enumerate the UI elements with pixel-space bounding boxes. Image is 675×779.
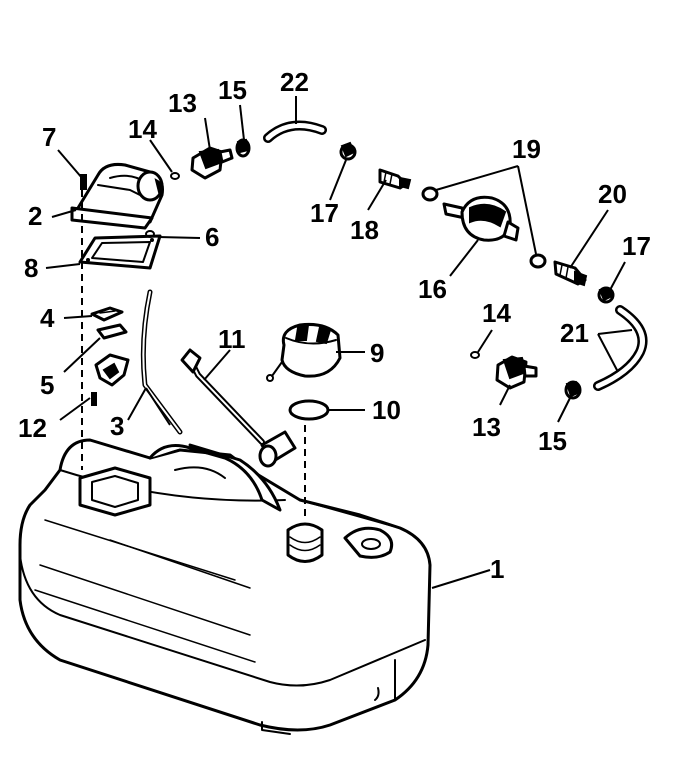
o-ring-small bbox=[145, 230, 155, 238]
clamp-top bbox=[235, 138, 251, 158]
callout-14-top: 14 bbox=[128, 114, 157, 144]
callout-15-top: 15 bbox=[218, 75, 247, 105]
fitting bbox=[378, 168, 412, 190]
callout-9: 9 bbox=[370, 338, 384, 368]
screw bbox=[91, 392, 97, 406]
callout-19: 19 bbox=[512, 134, 541, 164]
callout-18: 18 bbox=[350, 215, 379, 245]
callout-21: 21 bbox=[560, 318, 589, 348]
leader-lines bbox=[45, 96, 633, 589]
callout-16: 16 bbox=[418, 274, 447, 304]
o-ring-right bbox=[470, 351, 480, 359]
callout-7: 7 bbox=[42, 122, 56, 152]
callout-2: 2 bbox=[28, 201, 42, 231]
callout-22: 22 bbox=[280, 67, 309, 97]
fuel-tank bbox=[18, 438, 432, 735]
vent-cap bbox=[266, 323, 342, 382]
callout-11: 11 bbox=[218, 324, 246, 354]
connector-right bbox=[495, 355, 538, 390]
connector-top bbox=[190, 146, 234, 180]
callout-15-right: 15 bbox=[538, 426, 567, 456]
primer-bulb bbox=[442, 195, 520, 242]
clamp-19-right bbox=[529, 253, 547, 269]
fitting-20 bbox=[553, 260, 588, 287]
callout-3: 3 bbox=[110, 411, 124, 441]
fuel-pickup-housing bbox=[70, 163, 164, 230]
gasket bbox=[78, 234, 162, 270]
clamp-17-right bbox=[597, 286, 615, 304]
callout-8: 8 bbox=[24, 253, 38, 283]
callout-5: 5 bbox=[40, 370, 54, 400]
clamp-19-left bbox=[421, 186, 439, 202]
o-ring-top bbox=[170, 172, 180, 180]
clamp-right bbox=[564, 380, 582, 400]
callout-4: 4 bbox=[40, 303, 55, 333]
callout-17-top: 17 bbox=[310, 198, 339, 228]
screen bbox=[96, 323, 128, 340]
grommet bbox=[80, 174, 87, 190]
fuel-gauge-float bbox=[180, 348, 297, 468]
cap-o-ring bbox=[288, 399, 330, 421]
callout-1: 1 bbox=[490, 554, 504, 584]
callout-17-right: 17 bbox=[622, 231, 651, 261]
callout-10: 10 bbox=[372, 395, 401, 425]
callout-6: 6 bbox=[205, 222, 219, 252]
clamp-17-top bbox=[339, 141, 357, 161]
callout-12: 12 bbox=[18, 413, 47, 443]
callout-14-right: 14 bbox=[482, 298, 511, 328]
clip bbox=[90, 306, 124, 322]
callout-20: 20 bbox=[598, 179, 627, 209]
callout-labels: 1 2 3 4 5 6 7 8 9 10 11 12 13 13 14 14 1… bbox=[18, 67, 651, 584]
callout-13-top: 13 bbox=[168, 88, 197, 118]
callout-13-right: 13 bbox=[472, 412, 501, 442]
